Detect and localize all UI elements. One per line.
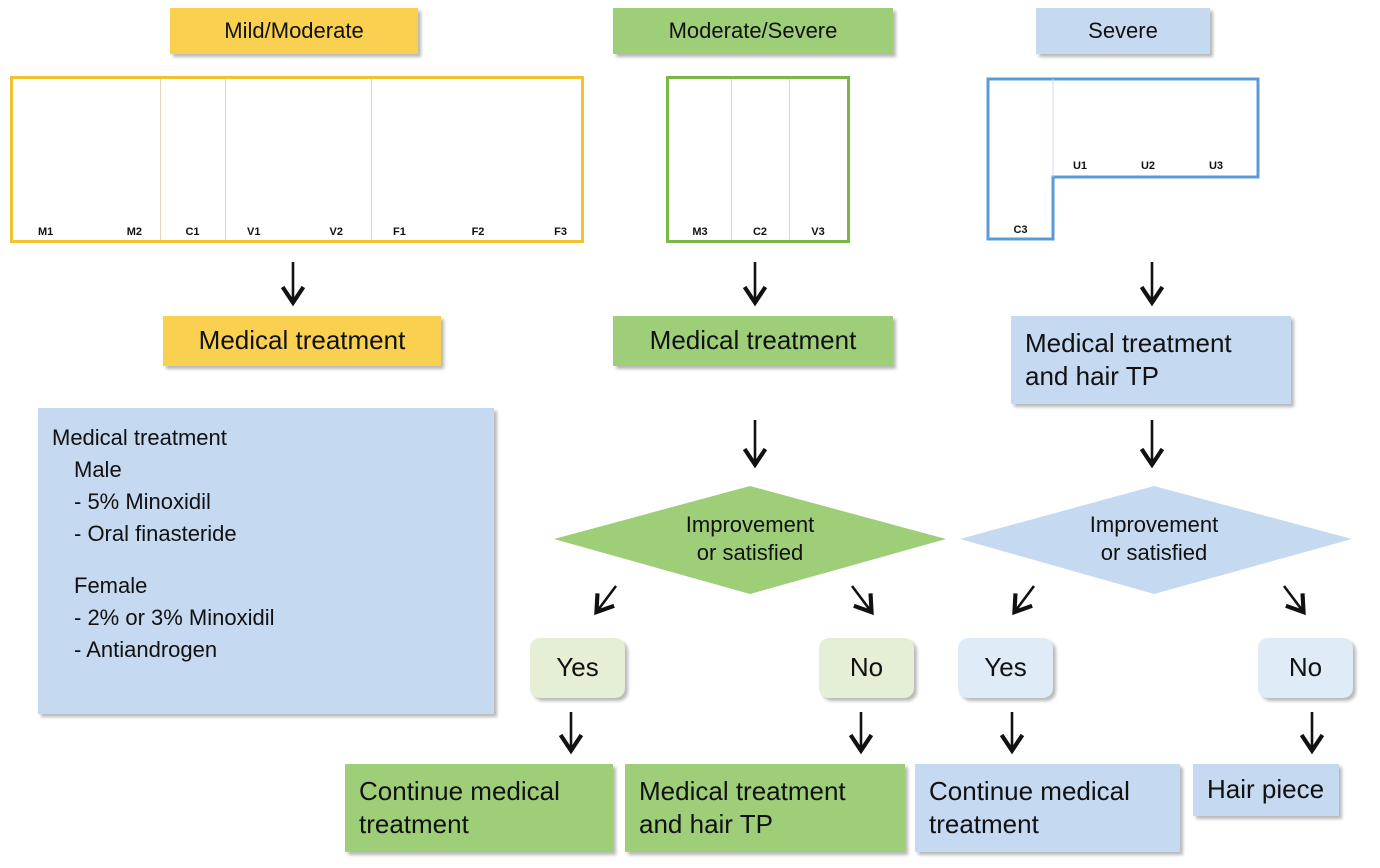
scale-label-c3: C3 — [1013, 224, 1028, 236]
decision-line-2: or satisfied — [696, 540, 804, 565]
arrow-diagonal — [850, 585, 874, 616]
header-moderate-severe: Moderate/Severe — [613, 8, 893, 54]
decision-diamond-severe — [960, 486, 1352, 594]
legend-title: Medical treatment — [52, 425, 227, 450]
medical-treatment-legend: Medical treatment Male - 5% Minoxidil - … — [38, 408, 494, 714]
scale-label-v3: V3 — [811, 226, 825, 238]
scale-label-c1: C1 — [185, 226, 200, 238]
continue-treatment-box-moderate: Continue medical treatment — [345, 764, 613, 852]
medical-treatment-box-moderate: Medical treatment — [613, 316, 893, 366]
scale-group-c: C1 — [160, 79, 226, 240]
arrow-diagonal — [594, 585, 618, 616]
header-mild-moderate: Mild/Moderate — [170, 8, 418, 54]
scale-panel-moderate-severe: M3 C2 V3 — [666, 76, 850, 243]
outcome-line-1: Continue medical — [929, 775, 1130, 806]
severe-treatment-line-2: and hair TP — [1025, 361, 1159, 391]
legend-male-item: - Oral finasteride — [74, 521, 237, 546]
scale-group-f: F1 F2 F3 — [371, 79, 581, 240]
hair-piece-box-severe: Hair piece — [1193, 764, 1339, 816]
legend-male-item: - 5% Minoxidil — [74, 489, 211, 514]
medical-treatment-box-mild: Medical treatment — [163, 316, 441, 366]
scale-group-c2: C2 — [731, 79, 790, 240]
decision-line-2: or satisfied — [1100, 540, 1208, 565]
decision-line-1: Improvement — [685, 511, 815, 537]
scale-label-m1: M1 — [38, 226, 54, 238]
outcome-line-1: Continue medical — [359, 775, 560, 806]
legend-female-item: - 2% or 3% Minoxidil — [74, 605, 275, 630]
outcome-line-2: and hair TP — [639, 809, 773, 839]
scale-label-u3: U3 — [1208, 160, 1224, 172]
yes-box-severe: Yes — [958, 638, 1053, 698]
outcome-line-2: treatment — [359, 809, 469, 839]
scale-panel-mild-moderate: M1 M2 C1 V1 V2 F1 F2 F3 — [10, 76, 584, 243]
legend-female-label: Female — [74, 573, 148, 598]
no-box-severe: No — [1258, 638, 1353, 698]
scale-label-f3: F3 — [554, 226, 567, 238]
legend-male-label: Male — [74, 457, 122, 482]
decision-text-moderate: Improvement or satisfied — [630, 504, 870, 574]
scale-label-u1: U1 — [1072, 160, 1088, 172]
decision-diamond-moderate — [554, 486, 946, 594]
scale-label-f2: F2 — [471, 226, 485, 238]
scale-group-m: M1 M2 — [13, 79, 161, 240]
outcome-line-1: Medical treatment — [639, 775, 846, 806]
scale-label-v2: V2 — [329, 226, 343, 238]
decision-text-severe: Improvement or satisfied — [1034, 504, 1274, 574]
arrow-diagonal — [1012, 585, 1036, 616]
scale-label-u2: U2 — [1140, 160, 1156, 172]
scale-label-c2: C2 — [752, 226, 768, 238]
medical-treatment-hair-tp-box-severe: Medical treatment and hair TP — [1011, 316, 1291, 404]
severe-treatment-line-1: Medical treatment — [1025, 327, 1232, 358]
treatment-and-hair-tp-box-moderate: Medical treatment and hair TP — [625, 764, 905, 852]
scale-label-m3: M3 — [692, 226, 708, 238]
scale-group-v: V1 V2 — [225, 79, 372, 240]
yes-box-moderate: Yes — [530, 638, 625, 698]
scale-label-m2: M2 — [126, 226, 142, 238]
outcome-line-2: treatment — [929, 809, 1039, 839]
scale-label-f1: F1 — [393, 226, 406, 238]
no-box-moderate: No — [819, 638, 914, 698]
scale-panel-severe — [986, 77, 1260, 241]
legend-female-item: - Antiandrogen — [74, 637, 218, 662]
scale-label-v1: V1 — [247, 226, 261, 238]
continue-treatment-box-severe: Continue medical treatment — [915, 764, 1180, 852]
header-severe: Severe — [1036, 8, 1210, 54]
scale-group-m3: M3 — [669, 79, 732, 240]
scale-group-v3: V3 — [789, 79, 847, 240]
decision-line-1: Improvement — [1089, 511, 1219, 537]
arrow-diagonal — [1282, 585, 1306, 616]
